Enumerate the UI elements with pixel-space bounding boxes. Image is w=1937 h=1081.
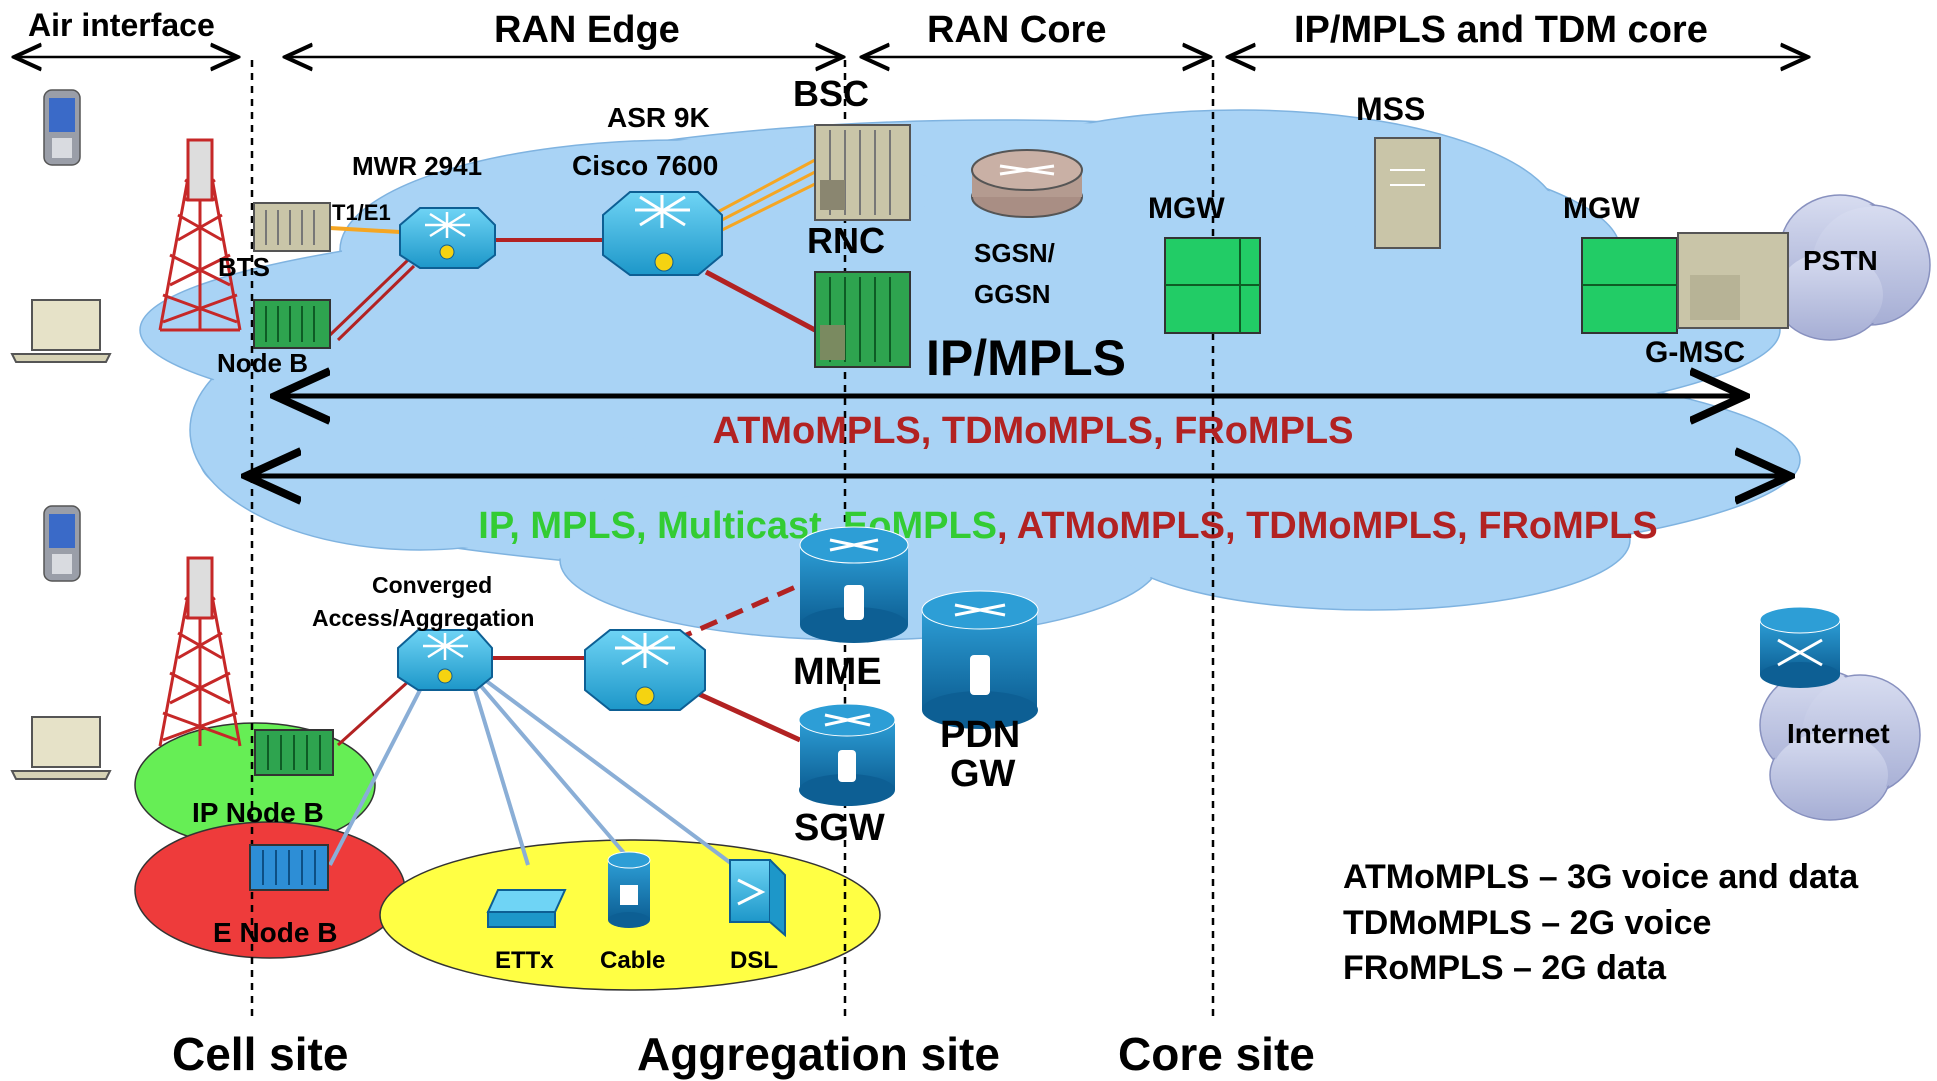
cell-site-label: Cell site <box>172 1028 348 1080</box>
air-interface-label: Air interface <box>28 7 215 43</box>
header-labels: Air interface RAN Edge RAN Core IP/MPLS … <box>28 7 1708 51</box>
band1-label: ATMoMPLS, TDMoMPLS, FRoMPLS <box>713 410 1354 452</box>
bts-rack-icon <box>253 202 331 252</box>
mobile-phone-icon <box>43 505 81 582</box>
links <box>328 158 817 872</box>
mme-label: MME <box>793 651 882 693</box>
cisco7600-label: Cisco 7600 <box>572 150 718 181</box>
legend: ATMoMPLS – 3G voice and data TDMoMPLS – … <box>1343 858 1859 987</box>
ettx-switch-icon <box>486 889 567 928</box>
aggregation-switch-icon <box>584 629 706 711</box>
ipnodeb-label: IP Node B <box>192 797 324 828</box>
converged1-label: Converged <box>372 572 492 598</box>
sgsn-label: SGSN/ <box>974 238 1055 268</box>
legend-line-2: TDMoMPLS – 2G voice <box>1343 904 1711 942</box>
sgw-label: SGW <box>794 807 885 849</box>
cisco-7600-switch-icon <box>602 191 723 276</box>
mss-label: MSS <box>1356 91 1425 127</box>
dsl-label: DSL <box>730 947 778 974</box>
dsl-modem-icon <box>729 859 786 938</box>
cell-tower-icon <box>158 138 242 332</box>
band2-green-label: IP, MPLS, Multicast, EoMPLS <box>478 505 997 547</box>
laptop-icon <box>10 299 112 363</box>
enodeb-label: E Node B <box>213 917 337 948</box>
gw-label: GW <box>950 753 1016 795</box>
ettx-label: ETTx <box>495 947 554 974</box>
aggregation-site-label: Aggregation site <box>637 1028 1000 1080</box>
legend-line-3: FRoMPLS – 2G data <box>1343 949 1667 987</box>
cable-router-icon <box>607 851 651 928</box>
sgsn-ggsn-router-icon <box>971 149 1083 218</box>
laptop-icon <box>10 716 112 780</box>
mme-router-icon <box>799 526 909 643</box>
converged-aggregation-switch-icon <box>397 629 493 691</box>
mobile-phone-icon <box>43 89 81 166</box>
rnc-label: RNC <box>807 220 885 261</box>
core-site-label: Core site <box>1118 1028 1315 1080</box>
ggsn-label: GGSN <box>974 279 1051 309</box>
internet-label: Internet <box>1787 718 1890 749</box>
pstn-label: PSTN <box>1803 245 1878 276</box>
band2-label: IP, MPLS, Multicast, EoMPLS, ATMoMPLS, T… <box>478 505 1657 547</box>
legend-line-1: ATMoMPLS – 3G voice and data <box>1343 858 1859 896</box>
footer-labels: Cell site Aggregation site Core site <box>172 1028 1315 1080</box>
g-msc-switch-icon <box>1677 232 1789 329</box>
sgw-router-icon <box>798 703 896 806</box>
asr9k-label: ASR 9K <box>607 102 710 133</box>
cable-label: Cable <box>600 947 665 974</box>
gmsc-label: G-MSC <box>1645 336 1745 369</box>
converged2-label: Access/Aggregation <box>312 605 534 631</box>
band2-red-label: , ATMoMPLS, TDMoMPLS, FRoMPLS <box>997 505 1658 547</box>
mss-server-icon <box>1374 137 1441 249</box>
ipmpls-label: IP/MPLS <box>926 330 1126 386</box>
bsc-label: BSC <box>793 73 869 114</box>
ip-mpls-tdm-core-label: IP/MPLS and TDM core <box>1294 9 1708 51</box>
pdn-gw-router-icon <box>921 590 1039 729</box>
mgw-icon <box>1164 237 1261 334</box>
bts-label: BTS <box>218 252 270 282</box>
bsc-rack-icon <box>814 124 911 221</box>
mwr2941-label: MWR 2941 <box>352 151 482 181</box>
node-b-rack-icon <box>253 299 331 349</box>
ran-edge-label: RAN Edge <box>494 9 680 51</box>
mgw-icon <box>1581 237 1678 334</box>
t1e1-label: T1/E1 <box>332 200 391 225</box>
e-node-b-rack-icon <box>249 844 329 891</box>
internet-router-icon <box>1759 606 1841 688</box>
ip-node-b-rack-icon <box>254 729 334 776</box>
ran-core-label: RAN Core <box>927 9 1106 51</box>
mgw2-label: MGW <box>1563 192 1640 225</box>
mwr-2941-switch-icon <box>399 207 496 269</box>
nodeb-label: Node B <box>217 348 308 378</box>
mgw1-label: MGW <box>1148 192 1225 225</box>
node-labels: BSC ASR 9K Cisco 7600 MWR 2941 T1/E1 RNC… <box>192 73 1890 974</box>
cell-tower-icon <box>158 556 242 747</box>
band-arrows <box>246 396 1790 476</box>
pdn-label: PDN <box>940 714 1020 756</box>
rnc-rack-icon <box>814 271 911 368</box>
